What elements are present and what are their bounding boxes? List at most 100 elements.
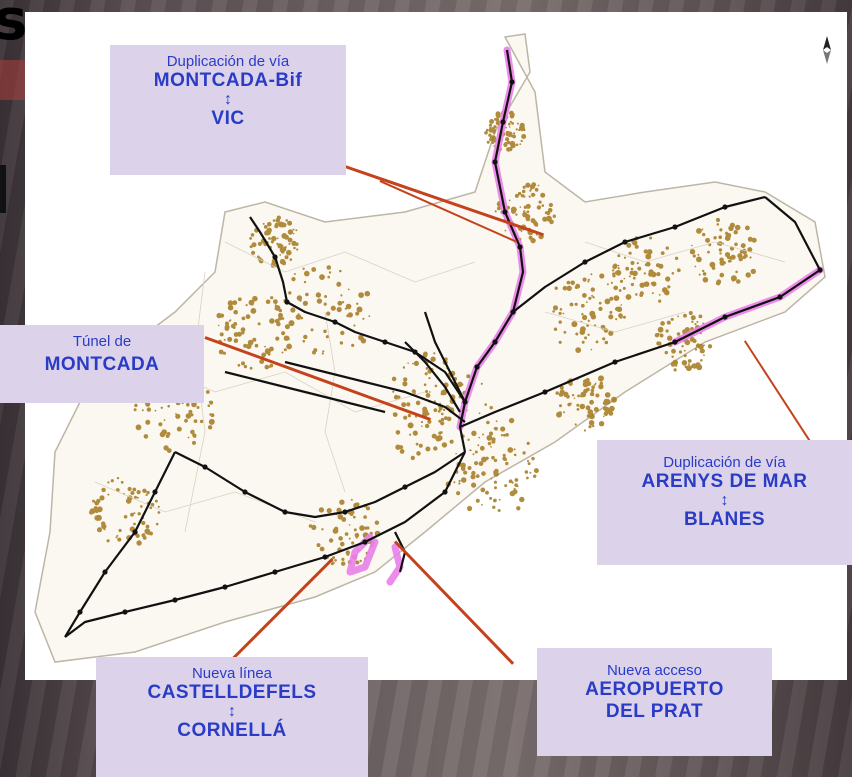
urban-speck <box>99 495 105 501</box>
urban-speck <box>558 320 562 324</box>
urban-speck <box>616 306 623 313</box>
urban-speck <box>689 337 695 342</box>
urban-speck <box>284 324 290 330</box>
station-markers <box>77 79 823 615</box>
station-dot <box>777 294 783 300</box>
urban-speck <box>425 367 429 370</box>
urban-speck <box>484 403 488 406</box>
urban-speck <box>412 430 418 436</box>
urban-speck <box>271 235 277 242</box>
urban-speck <box>290 307 296 313</box>
callout-aeropuerto: Nueva acceso AEROPUERTO DEL PRAT <box>537 648 772 756</box>
urban-speck <box>392 412 398 417</box>
callout-kind: Nueva acceso <box>606 662 703 679</box>
callout-arenys-blanes: Duplicación de vía ARENYS DE MAR ↕ BLANE… <box>597 440 852 565</box>
urban-speck <box>590 388 595 393</box>
urban-speck <box>281 244 284 247</box>
urban-speck <box>604 406 610 413</box>
urban-speck <box>223 338 226 341</box>
urban-speck <box>587 280 590 283</box>
callout-kind: Nueva línea <box>191 665 273 682</box>
urban-speck <box>736 279 741 284</box>
urban-speck <box>338 515 341 519</box>
urban-speck <box>440 421 445 426</box>
urban-speck <box>323 302 327 306</box>
urban-speck <box>441 442 448 448</box>
urban-speck <box>514 478 519 482</box>
urban-speck <box>608 330 614 336</box>
urban-speck <box>676 268 681 273</box>
urban-speck <box>328 271 332 274</box>
urban-speck <box>208 400 211 403</box>
urban-speck <box>689 249 696 255</box>
urban-speck <box>249 245 253 249</box>
urban-speck <box>566 280 571 285</box>
urban-speck <box>684 365 688 369</box>
urban-speck <box>646 249 653 255</box>
urban-speck <box>635 293 638 296</box>
urban-speck <box>116 476 120 480</box>
urban-speck <box>423 383 427 387</box>
urban-speck <box>279 247 285 253</box>
urban-speck <box>494 117 497 121</box>
station-dot <box>272 254 278 260</box>
station-dot <box>222 584 228 590</box>
urban-speck <box>719 272 725 278</box>
urban-speck <box>175 413 177 415</box>
urban-speck <box>608 314 614 320</box>
urban-speck <box>243 343 248 348</box>
urban-speck <box>674 256 679 260</box>
urban-speck <box>154 499 158 503</box>
urban-speck <box>684 341 687 344</box>
station-dot <box>402 484 408 490</box>
urban-speck <box>519 496 525 503</box>
urban-speck <box>353 528 357 532</box>
urban-speck <box>413 360 419 366</box>
station-dot <box>382 339 388 345</box>
urban-speck <box>535 223 539 227</box>
station-dot <box>612 359 618 365</box>
urban-speck <box>356 302 359 305</box>
urban-speck <box>167 404 170 408</box>
urban-speck <box>193 435 197 438</box>
urban-speck <box>289 258 293 261</box>
urban-speck <box>425 390 429 393</box>
urban-speck <box>424 423 430 429</box>
urban-speck <box>637 266 642 271</box>
urban-speck <box>729 222 736 228</box>
urban-speck <box>474 450 478 454</box>
urban-speck <box>339 499 345 505</box>
urban-speck <box>495 111 501 117</box>
urban-speck <box>656 272 661 277</box>
urban-speck <box>634 244 639 249</box>
urban-speck <box>328 538 334 543</box>
urban-speck <box>310 328 314 332</box>
urban-speck <box>351 541 355 545</box>
urban-speck <box>734 242 738 247</box>
urban-speck <box>522 451 526 455</box>
urban-speck <box>288 320 295 327</box>
urban-speck <box>737 253 743 259</box>
route-airport-access <box>386 543 404 586</box>
urban-speck <box>340 330 345 336</box>
station-dot <box>492 339 498 345</box>
urban-speck <box>311 267 317 272</box>
urban-speck <box>667 335 673 341</box>
urban-speck <box>97 527 102 533</box>
urban-speck <box>576 408 580 411</box>
urban-speck <box>207 404 211 408</box>
urban-speck <box>287 220 293 226</box>
urban-speck <box>676 332 681 336</box>
urban-speck <box>359 525 365 531</box>
urban-speck <box>264 364 270 370</box>
urban-speck <box>279 254 282 256</box>
urban-speck <box>742 255 746 260</box>
urban-speck <box>395 444 401 450</box>
urban-speck <box>241 331 245 335</box>
urban-speck <box>493 470 497 475</box>
urban-speck <box>143 434 149 439</box>
urban-speck <box>696 228 702 234</box>
urban-speck <box>252 337 257 342</box>
urban-speck <box>350 498 353 501</box>
urban-speck <box>533 474 537 478</box>
